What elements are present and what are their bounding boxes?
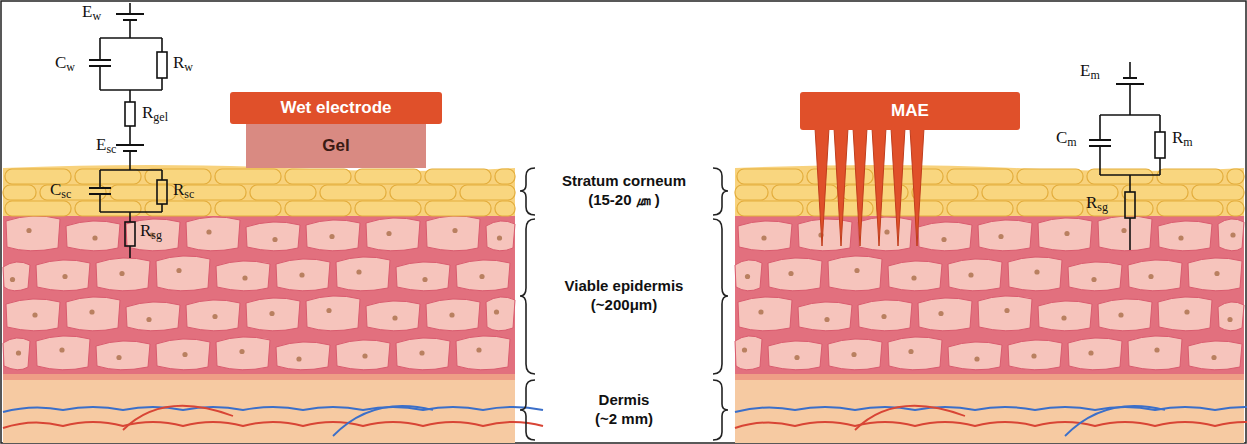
component-label: Cw xyxy=(55,54,75,74)
layer-label: Viable epidermis (~200μm) xyxy=(549,277,699,315)
node-text: Gel xyxy=(322,136,349,156)
component-label: Rw xyxy=(173,54,193,74)
right-circuit xyxy=(1089,62,1165,250)
gel-layer: Gel xyxy=(246,124,426,168)
component-label: Rgel xyxy=(142,104,168,124)
node-text: Wet electrode xyxy=(280,98,391,118)
component-label: Rsc xyxy=(173,181,194,201)
component-label: Cm xyxy=(1056,129,1077,149)
layer-label: Stratum corneum (15-20 ㎛ ) xyxy=(549,172,699,210)
component-label: Esc xyxy=(96,136,116,156)
node-text: MAE xyxy=(891,101,929,121)
component-label: Em xyxy=(1080,62,1100,82)
left-circuit xyxy=(89,3,167,258)
component-label: Rsg xyxy=(140,222,162,242)
electrode-box: MAE xyxy=(800,92,1020,130)
component-label: Rsg xyxy=(1086,194,1108,214)
component-label: Csc xyxy=(50,181,71,201)
layer-label: Dermis (~2 mm) xyxy=(586,391,662,429)
component-label: Ew xyxy=(82,3,101,23)
electrode-box: Wet electrode xyxy=(230,92,442,124)
component-label: Rm xyxy=(1172,129,1193,149)
